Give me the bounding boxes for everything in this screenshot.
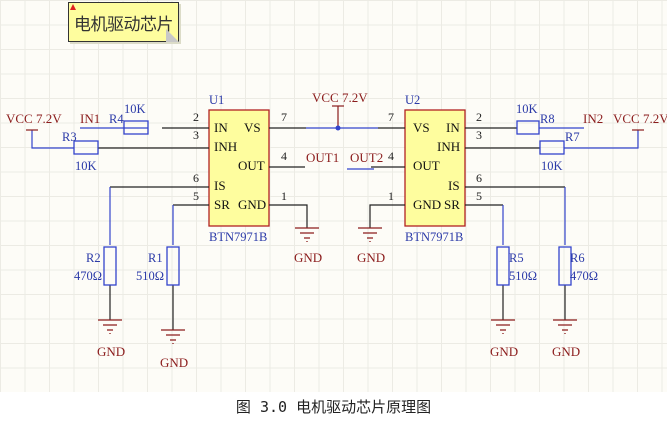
- u1-pin-in: IN: [214, 120, 228, 135]
- note-fold-icon: [166, 29, 179, 42]
- junction-dot: [335, 125, 341, 131]
- u2-pinnum: 6: [476, 171, 482, 185]
- r3-designator: R3: [62, 130, 77, 144]
- note-text: 电机驱动芯片: [74, 15, 174, 35]
- u1-pinnum: 7: [281, 110, 287, 124]
- r5-designator: R5: [509, 251, 524, 265]
- u2-pin-gnd: GND: [413, 197, 441, 212]
- gnd-label: GND: [97, 344, 125, 359]
- r4-value: 10K: [124, 102, 146, 116]
- gnd-symbol: [98, 227, 577, 344]
- chip-u2[interactable]: U2 BTN7971B VS OUT GND IN INH IS SR 7 4 …: [388, 93, 482, 244]
- u1-part: BTN7971B: [209, 230, 267, 244]
- net-out2: OUT2: [350, 150, 383, 165]
- r2-designator: R2: [86, 251, 101, 265]
- net-in1: IN1: [80, 111, 100, 126]
- u1-pin-vs: VS: [244, 120, 261, 135]
- u2-pin-sr: SR: [444, 197, 460, 212]
- gnd-label: GND: [294, 250, 322, 265]
- u2-pinnum: 5: [476, 189, 482, 203]
- u1-pinnum: 4: [281, 149, 287, 163]
- u1-pin-sr: SR: [214, 197, 230, 212]
- resistor-r8[interactable]: R8 10K: [516, 102, 555, 135]
- resistor-r3[interactable]: R3 10K: [62, 130, 99, 173]
- r1-value: 510Ω: [136, 269, 164, 283]
- u2-designator: U2: [405, 93, 420, 107]
- resistor-r7[interactable]: R7 10K: [539, 130, 580, 173]
- u1-pin-is: IS: [214, 178, 226, 193]
- net-vcc-right: VCC 7.2V: [613, 111, 667, 126]
- sticky-note[interactable]: 电机驱动芯片: [68, 2, 179, 42]
- u1-pinnum: 2: [193, 110, 199, 124]
- u2-pinnum: 3: [476, 128, 482, 142]
- r1-designator: R1: [148, 251, 163, 265]
- u2-pin-is: IS: [448, 178, 460, 193]
- resistor-r5[interactable]: R5 510Ω: [496, 246, 537, 286]
- u1-designator: U1: [209, 93, 224, 107]
- gnd-label: GND: [357, 250, 385, 265]
- resistor-r2[interactable]: R2 470Ω: [74, 246, 117, 286]
- resistor-r6[interactable]: R6 470Ω: [558, 246, 598, 286]
- schematic: U1 BTN7971B IN INH IS SR VS OUT GND 2 3 …: [6, 90, 667, 370]
- gnd-label: GND: [552, 344, 580, 359]
- u1-pin-gnd: GND: [238, 197, 266, 212]
- r4-designator: R4: [109, 112, 124, 126]
- r6-designator: R6: [570, 251, 585, 265]
- chip-u1[interactable]: U1 BTN7971B IN INH IS SR VS OUT GND 2 3 …: [193, 93, 287, 244]
- u2-pin-in: IN: [446, 120, 460, 135]
- resistor-r4[interactable]: R4 10K: [109, 102, 149, 135]
- u1-pinnum: 5: [193, 189, 199, 203]
- gnd-label: GND: [490, 344, 518, 359]
- wires: [26, 105, 644, 330]
- u1-pin-inh: INH: [214, 139, 237, 154]
- r3-value: 10K: [75, 159, 97, 173]
- u2-pin-inh: INH: [437, 139, 460, 154]
- u2-part: BTN7971B: [405, 230, 463, 244]
- u1-pinnum: 3: [193, 128, 199, 142]
- u2-pinnum: 7: [388, 110, 394, 124]
- u2-pinnum: 1: [388, 189, 394, 203]
- figure-caption: 图 3.0 电机驱动芯片原理图: [235, 398, 432, 416]
- u2-pin-out: OUT: [413, 158, 440, 173]
- net-out1: OUT1: [306, 150, 339, 165]
- net-in2: IN2: [583, 111, 603, 126]
- u2-pinnum: 2: [476, 110, 482, 124]
- gnd-label: GND: [160, 355, 188, 370]
- u1-pinnum: 6: [193, 171, 199, 185]
- u1-pin-out: OUT: [238, 158, 265, 173]
- u2-pin-vs: VS: [413, 120, 430, 135]
- r5-value: 510Ω: [509, 269, 537, 283]
- note-marker-icon: [70, 4, 76, 10]
- r7-value: 10K: [541, 159, 563, 173]
- schematic-canvas: U1 BTN7971B IN INH IS SR VS OUT GND 2 3 …: [0, 0, 667, 392]
- r8-designator: R8: [540, 112, 555, 126]
- u1-pinnum: 1: [281, 189, 287, 203]
- r8-value: 10K: [516, 102, 538, 116]
- net-vcc-center: VCC 7.2V: [312, 90, 368, 105]
- r6-value: 470Ω: [570, 269, 598, 283]
- resistor-r1[interactable]: R1 510Ω: [136, 246, 180, 286]
- net-vcc-left: VCC 7.2V: [6, 111, 62, 126]
- u2-pinnum: 4: [388, 149, 394, 163]
- r2-value: 470Ω: [74, 269, 102, 283]
- r7-designator: R7: [565, 130, 580, 144]
